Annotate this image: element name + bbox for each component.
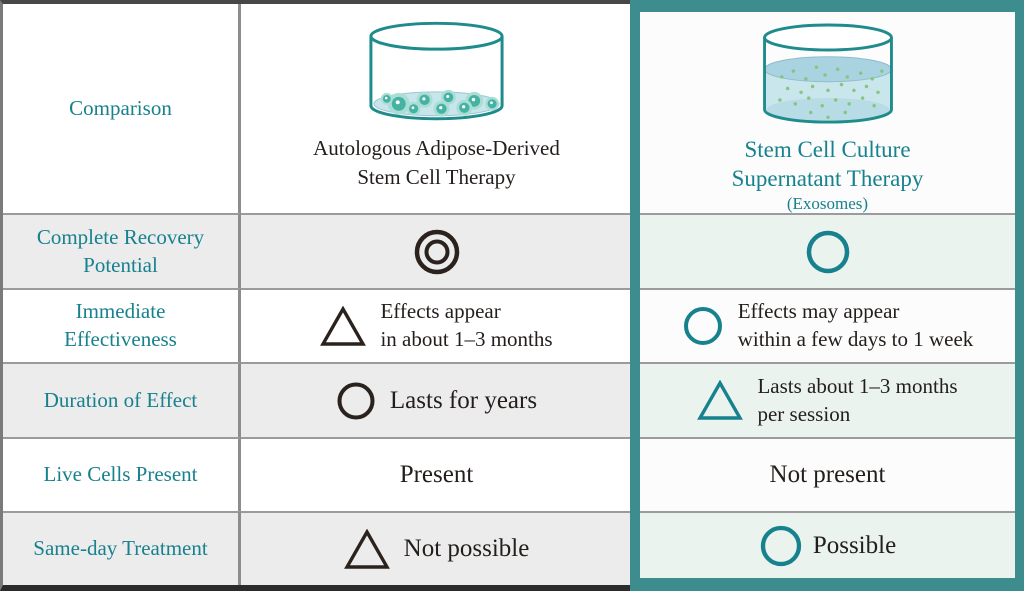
petri-dish-with-cells-icon xyxy=(369,21,504,121)
right-therapy-subtitle: (Exosomes) xyxy=(786,193,869,213)
row-header-complete-recovery: Complete Recovery Potential xyxy=(3,213,241,288)
petri-dish-with-supernatant-icon xyxy=(762,23,893,124)
left-duration-cell: Lasts for years xyxy=(241,362,632,437)
right-complete-recovery-cell xyxy=(640,213,1015,288)
row-header-same-day: Same-day Treatment xyxy=(3,511,241,585)
left-therapy-header: Autologous Adipose-Derived Stem Cell The… xyxy=(241,4,632,213)
triangle-icon xyxy=(320,305,367,346)
triangle-icon xyxy=(343,528,390,569)
right-therapy-header: Stem Cell Culture Supernatant Therapy (E… xyxy=(640,12,1015,213)
right-therapy-panel: Stem Cell Culture Supernatant Therapy (E… xyxy=(630,0,1024,591)
right-duration-cell: Lasts about 1–3 months per session xyxy=(640,362,1015,437)
comparison-table: Comparison Autolo xyxy=(0,0,632,591)
right-same-day-cell: Possible xyxy=(640,511,1015,578)
left-immediate-effectiveness-cell: Effects appear in about 1–3 months xyxy=(241,288,632,362)
right-immediate-effectiveness-cell: Effects may appear within a few days to … xyxy=(640,288,1015,362)
row-header-live-cells: Live Cells Present xyxy=(3,437,241,511)
right-live-cells-cell: Not present xyxy=(640,437,1015,511)
left-complete-recovery-cell xyxy=(241,213,632,288)
circle-icon xyxy=(683,307,722,345)
row-header-immediate-effectiveness: Immediate Effectiveness xyxy=(3,288,241,362)
row-header-comparison: Comparison xyxy=(3,4,241,213)
row-header-duration-of-effect: Duration of Effect xyxy=(3,362,241,437)
circle-icon xyxy=(806,230,849,273)
comparison-label: Comparison xyxy=(69,95,172,120)
circle-icon xyxy=(760,525,801,566)
left-therapy-name: Autologous Adipose-Derived Stem Cell The… xyxy=(313,136,560,189)
double-circle-icon xyxy=(414,229,459,274)
circle-icon xyxy=(337,382,375,419)
left-same-day-cell: Not possible xyxy=(241,511,632,585)
triangle-icon xyxy=(697,380,744,420)
right-therapy-name: Stem Cell Culture Supernatant Therapy (E… xyxy=(731,137,924,213)
left-live-cells-cell: Present xyxy=(241,437,632,511)
